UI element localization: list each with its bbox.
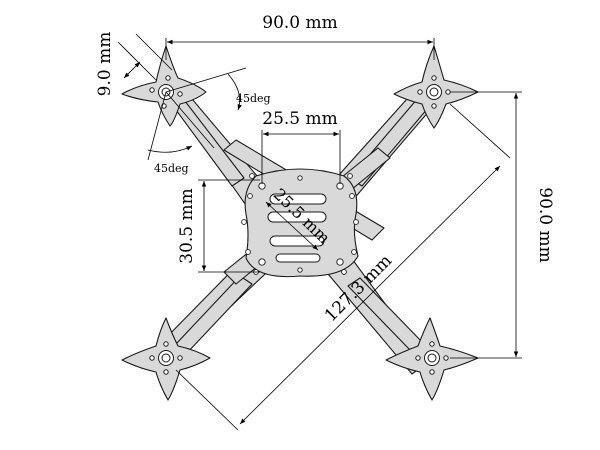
label-right-height: 90.0 mm xyxy=(535,187,555,263)
label-stack-width: 25.5 mm xyxy=(262,109,338,129)
dim-motor-diagonal xyxy=(239,165,501,425)
dim-angle-lower-arc xyxy=(147,145,193,153)
motor-holes-bottom-left xyxy=(149,341,183,375)
label-stack-height: 30.5 mm xyxy=(177,188,197,264)
brace-lower-left xyxy=(175,275,253,355)
dim-arm-width xyxy=(123,61,141,79)
dimension-lines xyxy=(117,33,522,431)
label-arm-angle-upper: 45deg xyxy=(236,92,271,105)
label-arm-angle-lower: 45deg xyxy=(154,162,189,175)
slot-4 xyxy=(275,253,321,263)
dim-angle-upper-arc xyxy=(227,73,242,111)
label-arm-width: 9.0 mm xyxy=(95,32,115,97)
motor-holes-top-right xyxy=(417,75,451,109)
label-top-width: 90.0 mm xyxy=(262,13,338,33)
